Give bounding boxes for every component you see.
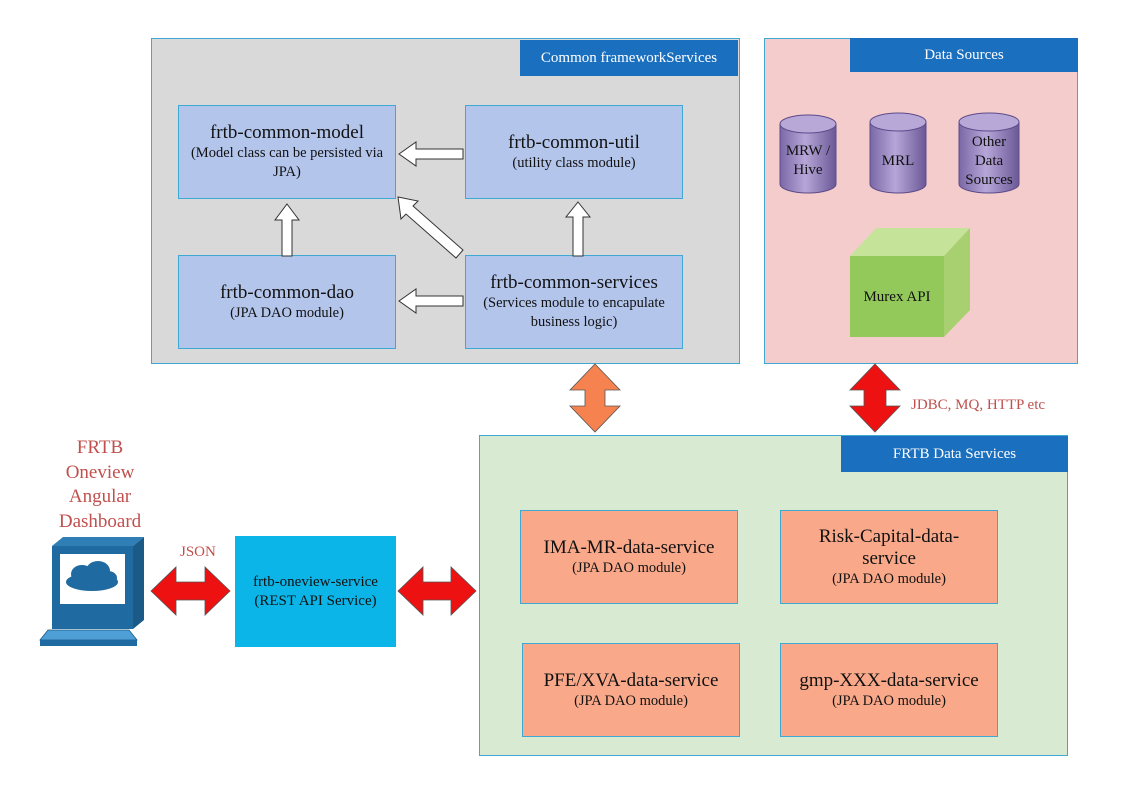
dashboard-oneview-double-arrow bbox=[150, 566, 231, 616]
computer-cloud-icon bbox=[39, 537, 144, 646]
mrw-hive-label: MRW / Hive bbox=[785, 143, 831, 178]
pfe-xva-data-service-box: PFE/XVA-data-service (JPA DAO module) bbox=[522, 643, 740, 737]
risk-capital-data-service-box: Risk-Capital-data-service (JPA DAO modul… bbox=[780, 510, 998, 604]
arrow-dao-to-model bbox=[274, 203, 300, 257]
frtb-common-model-desc: (Model class can be persisted via JPA) bbox=[190, 145, 384, 180]
murex-api-label: Murex API bbox=[863, 289, 931, 305]
ima-mr-data-service-desc: (JPA DAO module) bbox=[572, 559, 686, 576]
risk-capital-data-service-label: Risk-Capital-data-service bbox=[818, 525, 960, 569]
frtb-oneview-service-box: frtb-oneview-service (REST API Service) bbox=[235, 536, 396, 647]
dashboard-title: FRTB Oneview Angular Dashboard bbox=[58, 437, 142, 532]
common-framework-title: Common frameworkServices bbox=[520, 40, 738, 76]
arrow-services-to-util bbox=[564, 201, 592, 257]
frtb-data-services-title: FRTB Data Services bbox=[841, 436, 1068, 472]
json-label: JSON bbox=[180, 544, 216, 560]
frtb-common-util-desc: (utility class module) bbox=[512, 154, 636, 171]
frtb-common-dao-label: frtb-common-dao bbox=[219, 281, 354, 303]
other-sources-cylinder-icon bbox=[958, 112, 1020, 194]
frtb-common-model-box: frtb-common-model (Model class can be pe… bbox=[178, 105, 396, 199]
frtb-common-dao-desc: (JPA DAO module) bbox=[230, 304, 344, 321]
sources-data-services-double-arrow bbox=[849, 363, 901, 433]
frtb-common-util-label: frtb-common-util bbox=[508, 131, 640, 153]
mrw-hive-cylinder-icon bbox=[779, 114, 837, 194]
arrow-services-to-model-diagonal bbox=[397, 196, 464, 259]
frtb-common-services-box: frtb-common-services (Services module to… bbox=[465, 255, 683, 349]
jdbc-mq-http-label: JDBC, MQ, HTTP etc bbox=[911, 397, 1046, 413]
oneview-data-services-double-arrow bbox=[397, 566, 477, 616]
gmp-xxx-data-service-box: gmp-XXX-data-service (JPA DAO module) bbox=[780, 643, 998, 737]
frtb-common-services-desc: (Services module to encapulate business … bbox=[483, 295, 665, 330]
gmp-xxx-data-service-desc: (JPA DAO module) bbox=[832, 692, 946, 709]
frtb-common-util-box: frtb-common-util (utility class module) bbox=[465, 105, 683, 199]
ima-mr-data-service-label: IMA-MR-data-service bbox=[543, 536, 715, 558]
other-sources-label: Other Data Sources bbox=[965, 134, 1013, 188]
pfe-xva-data-service-desc: (JPA DAO module) bbox=[574, 692, 688, 709]
frtb-common-dao-box: frtb-common-dao (JPA DAO module) bbox=[178, 255, 396, 349]
mrl-cylinder-icon bbox=[869, 112, 927, 194]
arrow-util-to-model bbox=[398, 141, 464, 167]
risk-capital-data-service-desc: (JPA DAO module) bbox=[832, 570, 946, 587]
frtb-oneview-service-label: frtb-oneview-service bbox=[253, 573, 378, 590]
frtb-common-model-label: frtb-common-model bbox=[209, 122, 365, 143]
common-data-services-double-arrow bbox=[569, 363, 621, 433]
frtb-common-services-label: frtb-common-services bbox=[490, 272, 658, 293]
pfe-xva-data-service-label: PFE/XVA-data-service bbox=[543, 669, 719, 691]
gmp-xxx-data-service-label: gmp-XXX-data-service bbox=[799, 669, 979, 691]
ima-mr-data-service-box: IMA-MR-data-service (JPA DAO module) bbox=[520, 510, 738, 604]
frtb-oneview-service-desc: (REST API Service) bbox=[254, 592, 377, 609]
mrl-label: MRL bbox=[881, 153, 915, 169]
data-sources-title: Data Sources bbox=[850, 38, 1078, 72]
murex-api-cube-icon bbox=[850, 228, 970, 337]
arrow-services-to-dao bbox=[398, 288, 464, 314]
